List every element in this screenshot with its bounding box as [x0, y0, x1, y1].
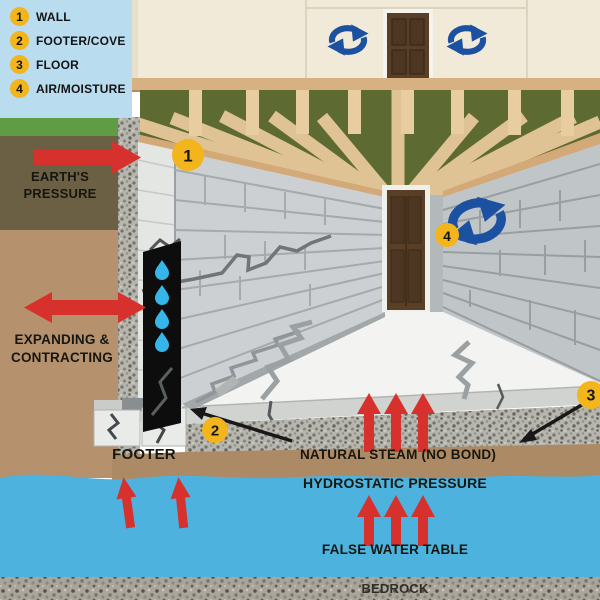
svg-text:1: 1 [183, 147, 192, 166]
floor-crack [260, 319, 313, 401]
callout-badge-footer-cove: 2 [202, 417, 228, 443]
earth-pressure-arrow-icon [34, 141, 141, 174]
legend-item-floor: 3 FLOOR [10, 55, 132, 74]
callout-line-floor [519, 401, 586, 443]
callout-badge-floor: 3 [577, 381, 600, 409]
legend-label-footer-cove: FOOTER/COVE [36, 33, 126, 48]
legend-badge-3: 3 [10, 55, 29, 74]
legend-badge-4: 4 [10, 79, 29, 98]
legend-item-wall: 1 WALL [10, 7, 132, 26]
legend-item-air-moisture: 4 AIR/MOISTURE [10, 79, 132, 98]
callout-badge-wall: 1 [172, 139, 204, 171]
legend-label-air-moisture: AIR/MOISTURE [36, 81, 126, 96]
floor-band [132, 78, 600, 92]
grass-layer [0, 117, 118, 136]
bedrock-layer [0, 577, 600, 600]
callout-badge-air-moisture: 4 [435, 223, 459, 247]
legend-badge-2: 2 [10, 31, 29, 50]
legend-label-wall: WALL [36, 9, 71, 24]
basement-door [382, 185, 430, 312]
legend-item-footer-cove: 2 FOOTER/COVE [10, 31, 132, 50]
seepage-arrows-icon [116, 477, 191, 529]
water-droplet-icon [155, 260, 169, 352]
svg-text:2: 2 [211, 423, 219, 440]
legend-badge-1: 1 [10, 7, 29, 26]
moisture-membrane [143, 237, 181, 432]
svg-text:4: 4 [443, 228, 451, 244]
groundwater-layer [0, 474, 600, 577]
gravel-backfill [118, 117, 140, 455]
svg-text:3: 3 [587, 388, 596, 405]
wall-crack [141, 234, 332, 293]
upstairs-door [383, 9, 433, 79]
steam-arrows-icon [357, 393, 435, 452]
legend-panel: 1 WALL 2 FOOTER/COVE 3 FLOOR 4 AIR/MOIST… [0, 0, 132, 118]
floor-crack [450, 340, 477, 400]
hydrostatic-arrows-icon [357, 495, 435, 546]
callout-line-footer-cove [190, 407, 293, 443]
expansion-arrow-icon [24, 292, 146, 323]
soil-band [112, 444, 600, 481]
legend-label-floor: FLOOR [36, 57, 79, 72]
